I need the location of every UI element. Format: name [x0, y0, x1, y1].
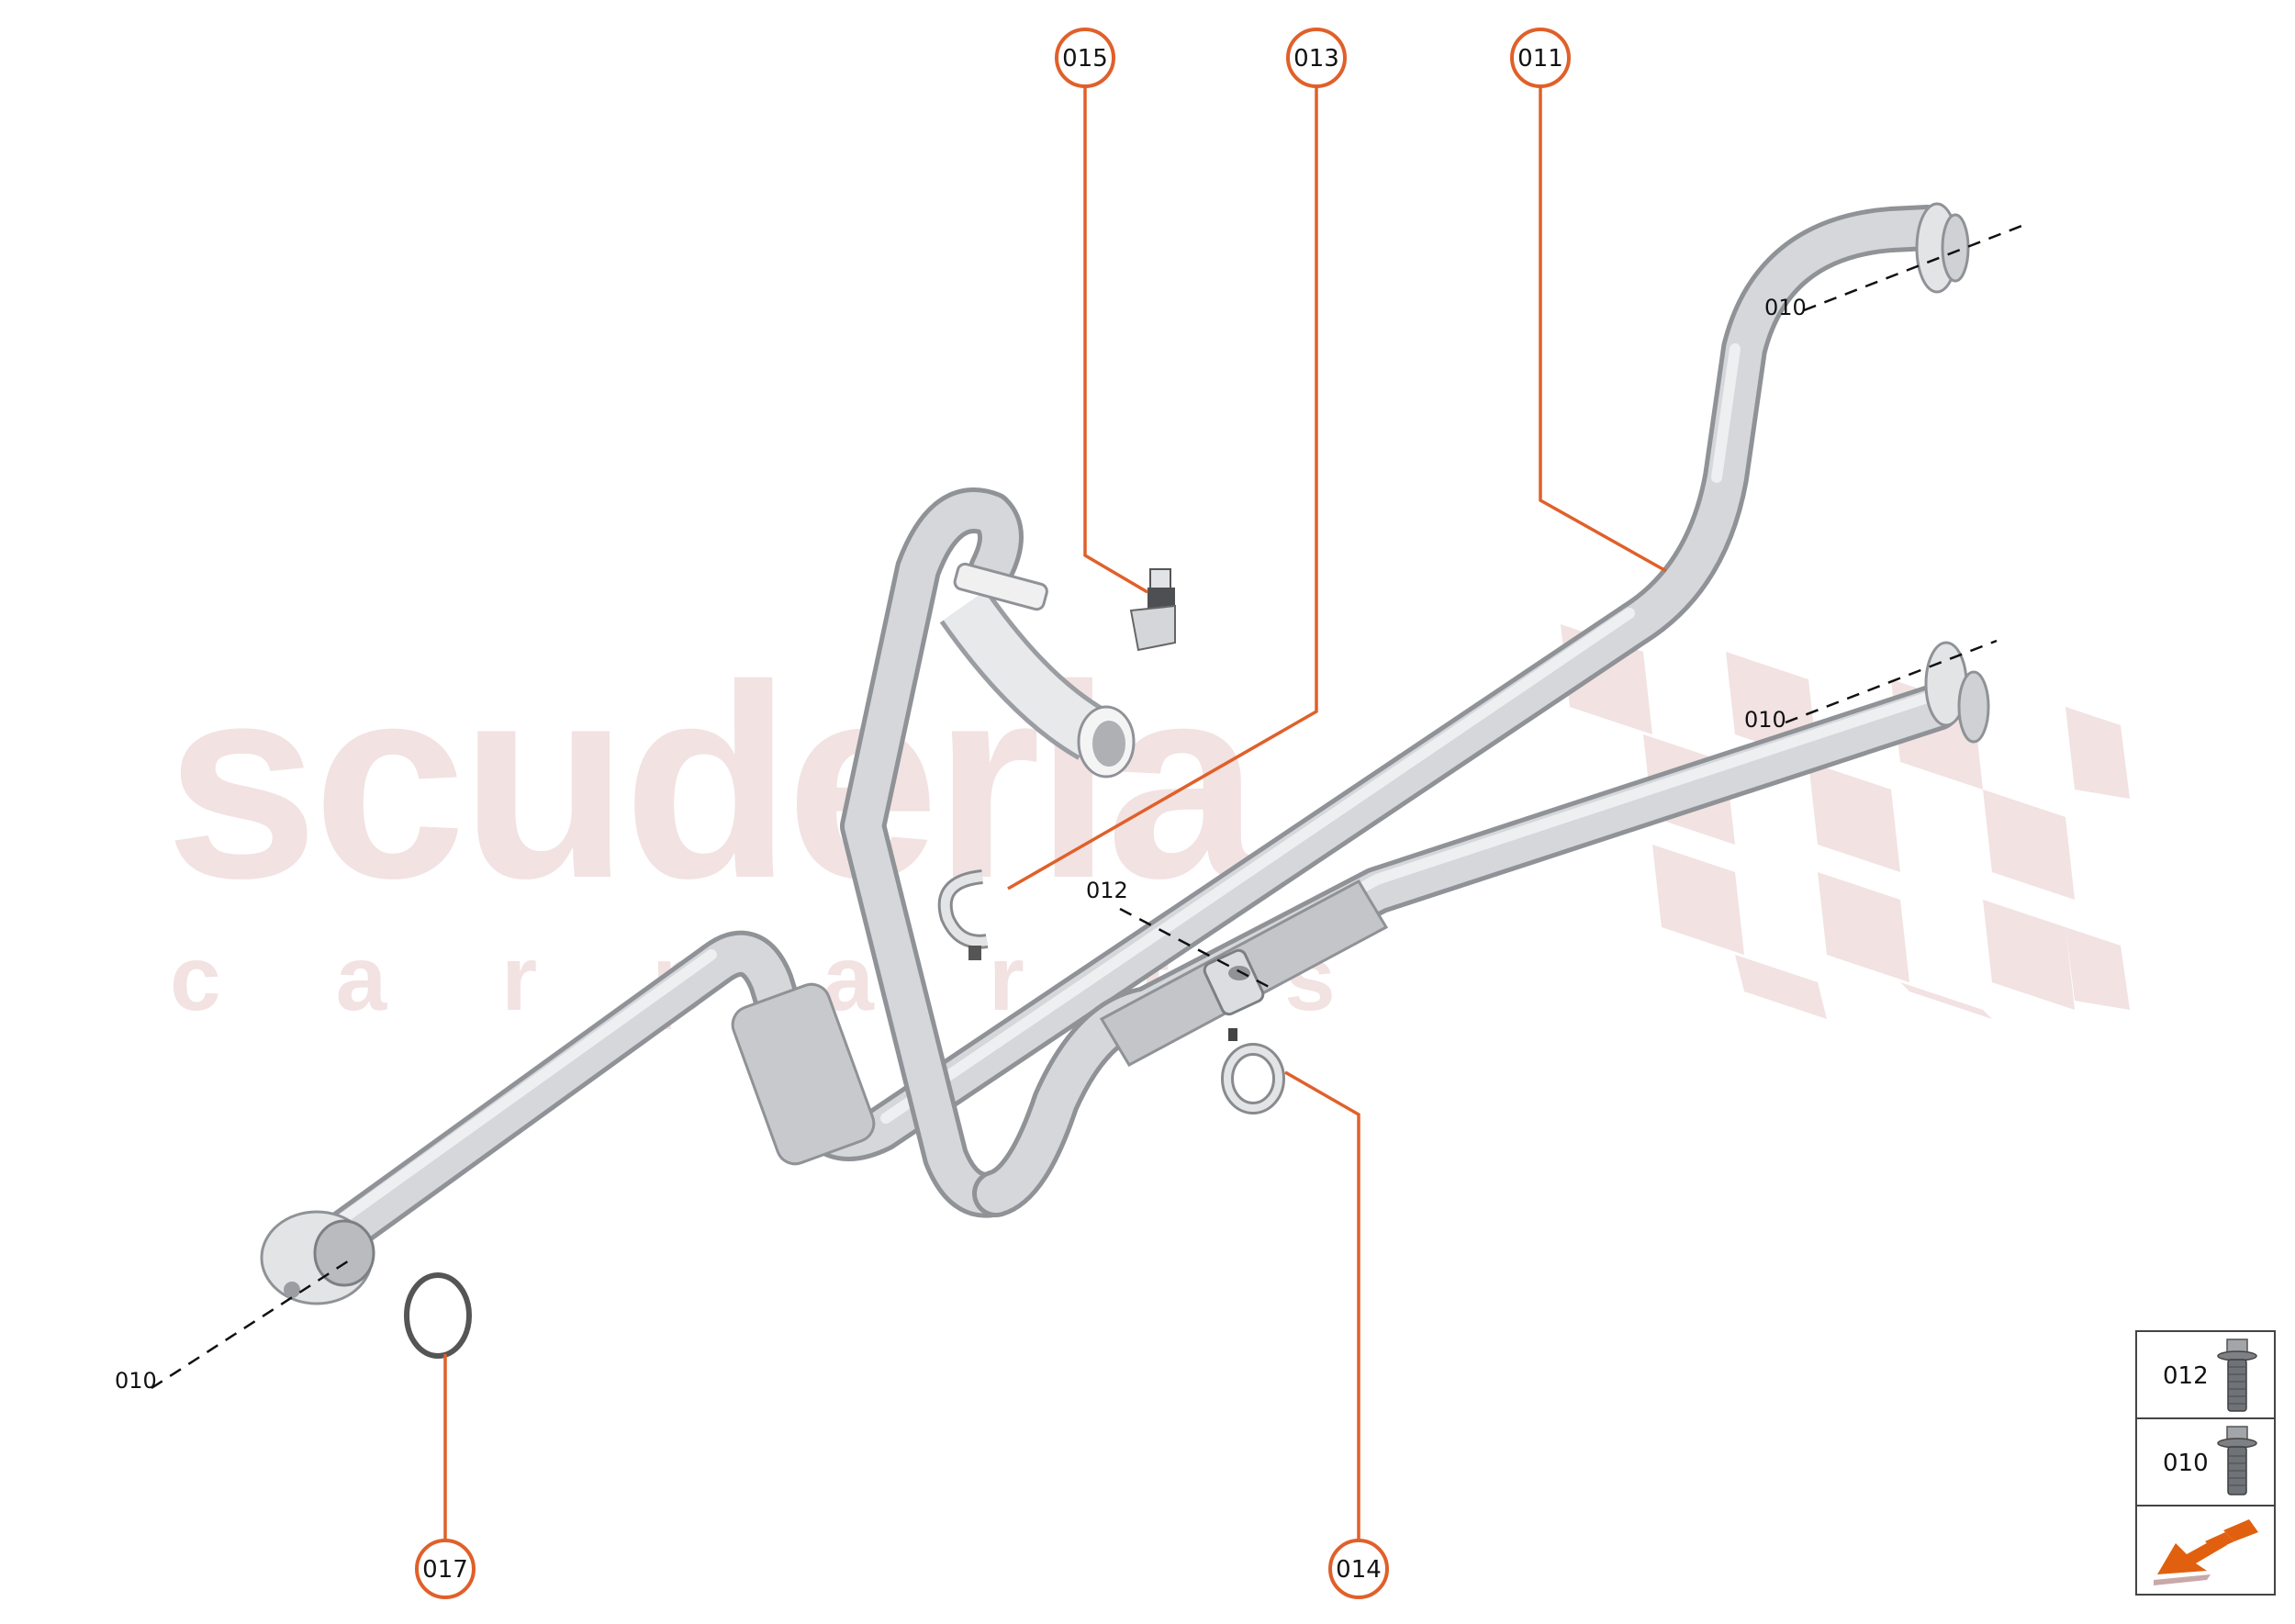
reference-labels: 010 010 010 012 [115, 295, 1807, 1394]
bolt-axis-lines [151, 223, 2025, 1390]
ref-label-012: 012 [1086, 878, 1128, 903]
legend-row-010[interactable]: 010 [2137, 1419, 2274, 1506]
callout-017-label: 017 [422, 1556, 468, 1584]
o-ring-017[interactable] [404, 1272, 472, 1359]
previous-page-button[interactable] [2137, 1506, 2274, 1594]
clamp-014[interactable] [1221, 1028, 1285, 1114]
leader-lines [443, 86, 1667, 1540]
callout-015[interactable]: 015 [1055, 28, 1115, 88]
callout-015-label: 015 [1062, 45, 1108, 73]
legend-code: 010 [2163, 1450, 2209, 1477]
callout-017[interactable]: 017 [415, 1539, 476, 1599]
callout-014-label: 014 [1336, 1556, 1382, 1584]
ref-label-010-left: 010 [115, 1368, 157, 1394]
pipe-011[interactable] [260, 202, 1970, 1305]
watermark-brand: scuderia [165, 627, 1261, 935]
callout-011[interactable]: 011 [1510, 28, 1571, 88]
callout-013-label: 013 [1293, 45, 1339, 73]
clip-013[interactable] [937, 869, 989, 960]
ref-label-010-lower-right: 010 [1744, 707, 1786, 733]
sensor-015[interactable] [1129, 568, 1176, 652]
callout-014[interactable]: 014 [1328, 1539, 1389, 1599]
fastener-legend: 012 010 [2135, 1330, 2276, 1596]
callout-011-label: 011 [1517, 45, 1563, 73]
ref-label-010-upper-right: 010 [1764, 295, 1807, 320]
previous-page-arrow-icon [2154, 1519, 2258, 1585]
callout-013[interactable]: 013 [1286, 28, 1347, 88]
flange-bolt-icon [2217, 1426, 2257, 1495]
flange-bolt-icon [2217, 1338, 2257, 1412]
legend-row-012[interactable]: 012 [2137, 1332, 2274, 1419]
legend-code: 012 [2163, 1362, 2209, 1390]
